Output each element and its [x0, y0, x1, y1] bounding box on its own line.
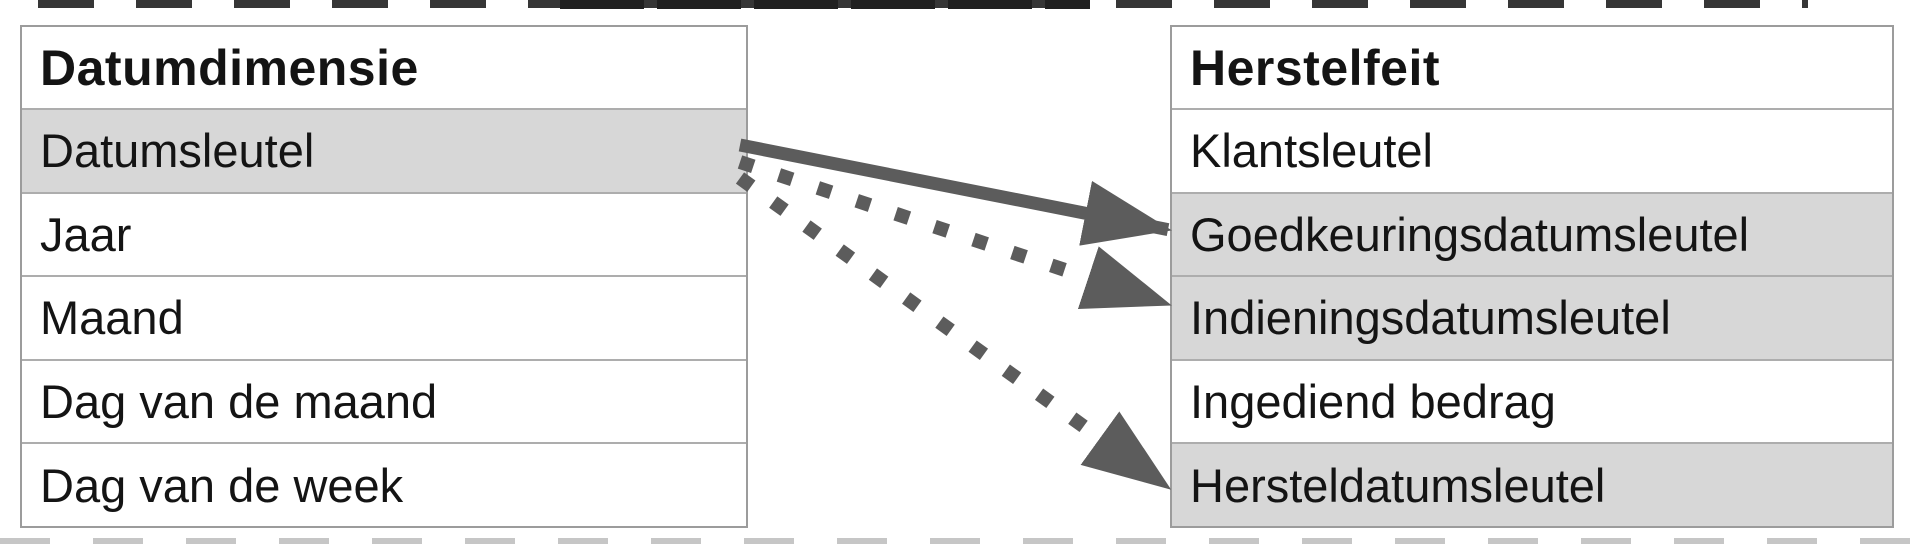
relationship-arrow-solid: [738, 138, 1172, 246]
cropped-text-artifact-top: [38, 0, 1808, 8]
field-label: Dag van de week: [40, 458, 404, 512]
field-label: Jaar: [40, 207, 132, 261]
field-row: Klantsleutel: [1172, 110, 1892, 194]
field-label: Klantsleutel: [1190, 124, 1433, 178]
field-row: Indieningsdatumsleutel: [1172, 277, 1892, 361]
field-label: Indieningsdatumsleutel: [1190, 291, 1671, 345]
field-label: Maand: [40, 291, 184, 345]
cropped-text-artifact-bottom: [0, 538, 1920, 544]
field-label: Hersteldatumsleutel: [1190, 458, 1606, 512]
field-label: Goedkeuringsdatumsleutel: [1190, 207, 1750, 261]
field-row: Jaar: [22, 193, 746, 278]
cropped-text-artifact-top-dense: [560, 0, 1090, 9]
field-label: Dag van de maand: [40, 375, 438, 429]
field-label: Ingediend bedrag: [1190, 375, 1556, 429]
field-row: Hersteldatumsleutel: [1172, 444, 1892, 526]
field-row: Dag van de maand: [22, 360, 746, 445]
relationship-arrow-dotted: [737, 155, 1172, 311]
field-label: Datumsleutel: [40, 124, 315, 178]
relationship-arrow-dotted: [735, 172, 1173, 494]
table-title-datumdimensie: Datumdimensie: [22, 27, 746, 110]
field-row: Goedkeuringsdatumsleutel: [1172, 193, 1892, 278]
field-row: Datumsleutel: [22, 110, 746, 194]
table-title-herstelfeit: Herstelfeit: [1172, 27, 1892, 110]
field-row: Dag van de week: [22, 444, 746, 526]
field-row: Ingediend bedrag: [1172, 360, 1892, 445]
field-row: Maand: [22, 277, 746, 361]
